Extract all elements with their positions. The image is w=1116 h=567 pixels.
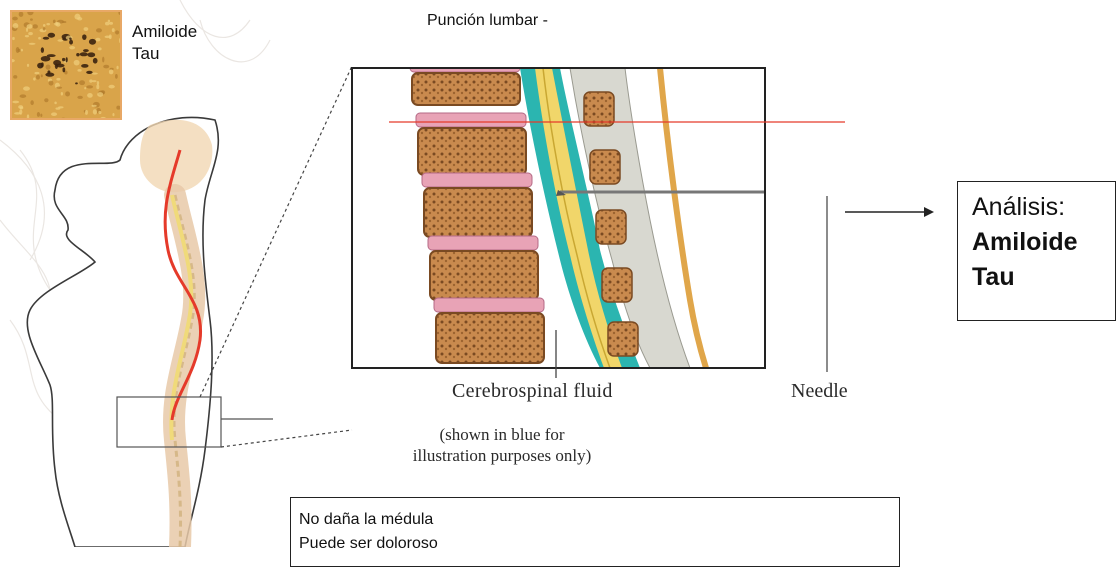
vertebral-body bbox=[424, 188, 532, 237]
vertebral-body bbox=[430, 251, 538, 300]
note-line-2: Puede ser doloroso bbox=[299, 532, 899, 556]
analysis-arrow-head bbox=[924, 207, 934, 217]
spinous-process bbox=[608, 322, 638, 356]
figure-note-line-2: illustration purposes only) bbox=[412, 445, 592, 466]
micro-label-amyloid: Amiloide bbox=[132, 22, 197, 42]
vertebral-body bbox=[436, 313, 544, 363]
micro-label-tau: Tau bbox=[132, 44, 159, 64]
intervertebral-disc bbox=[434, 298, 544, 312]
figure-note: (shown in blue for illustration purposes… bbox=[412, 424, 592, 466]
intervertebral-disc bbox=[422, 173, 532, 187]
spinous-process bbox=[584, 92, 614, 126]
needle-label: Needle bbox=[791, 380, 848, 403]
note-line-1: No daña la médula bbox=[299, 508, 899, 532]
zoomed-spine-panel bbox=[352, 58, 890, 368]
analysis-box: Análisis: Amiloide Tau bbox=[957, 181, 1116, 321]
notes-box: No daña la médula Puede ser doloroso bbox=[290, 497, 900, 567]
analysis-item-amyloid: Amiloide bbox=[972, 225, 1115, 260]
intervertebral-disc bbox=[410, 58, 520, 72]
analysis-item-tau: Tau bbox=[972, 260, 1115, 295]
intervertebral-disc bbox=[428, 236, 538, 250]
intervertebral-disc bbox=[416, 113, 526, 127]
zoom-connector-bottom bbox=[221, 430, 352, 447]
spinous-process bbox=[590, 150, 620, 184]
analysis-heading: Análisis: bbox=[972, 190, 1115, 225]
vertebral-body bbox=[418, 128, 526, 175]
amyloid-micrograph bbox=[10, 10, 122, 120]
body-silhouette bbox=[27, 117, 273, 547]
csf-label: Cerebrospinal fluid bbox=[452, 380, 613, 403]
zoom-connector-top bbox=[200, 66, 352, 397]
vertebral-body bbox=[412, 73, 520, 105]
spinous-process bbox=[596, 210, 626, 244]
figure-note-line-1: (shown in blue for bbox=[412, 424, 592, 445]
spinous-process bbox=[602, 268, 632, 302]
slide-title: Punción lumbar - bbox=[427, 12, 548, 30]
